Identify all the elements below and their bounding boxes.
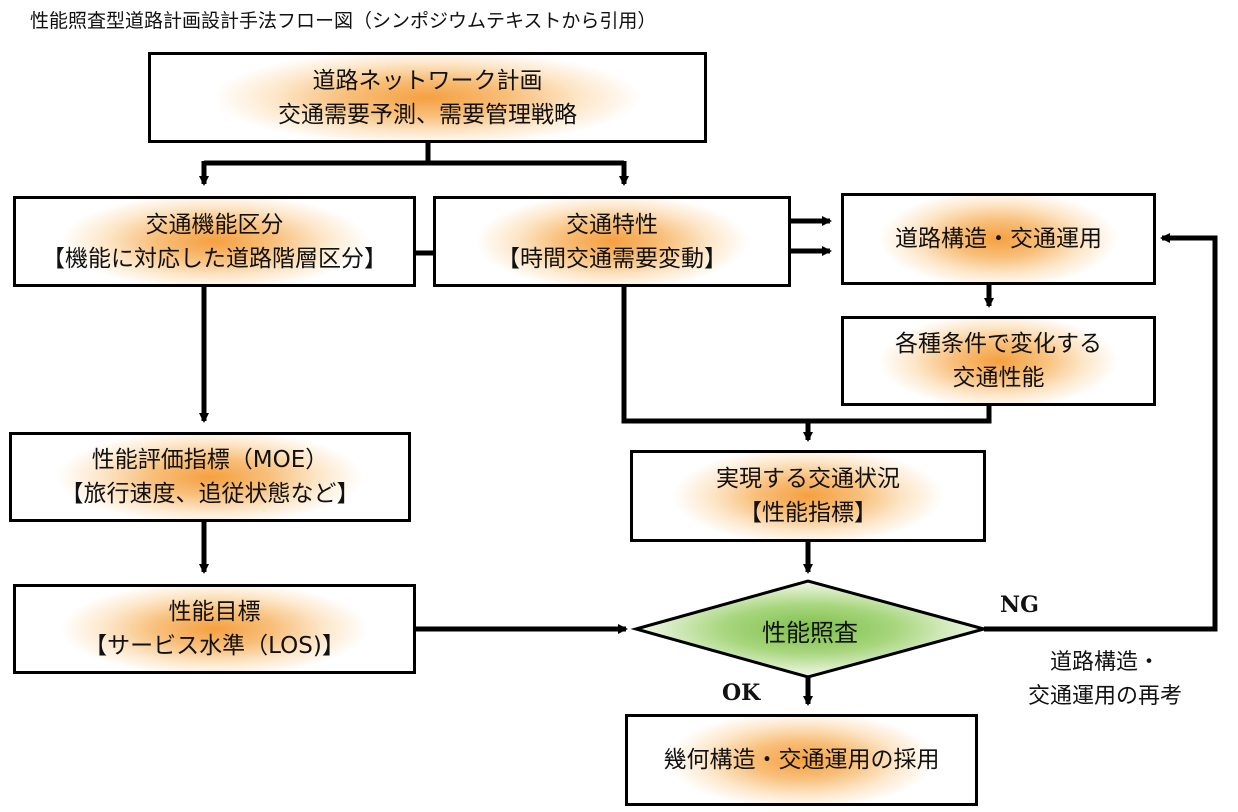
connector-network-branch (204, 143, 624, 166)
node-road-network-line1: 道路ネットワーク計画 (312, 67, 543, 94)
node-road-network-line2: 交通需要予測、需要管理戦略 (278, 101, 577, 128)
node-traffic-characteristics-line2: 【時間交通需要変動】 (497, 245, 727, 272)
ng-label: NG (1000, 592, 1039, 618)
reconsider-note-line2: 交通運用の再考 (1027, 684, 1182, 709)
node-function-class: 交通機能区分 【機能に対応した道路階層区分】 (13, 196, 416, 287)
node-traffic-state-line2: 【性能指標】 (739, 500, 877, 526)
node-performance-target: 性能目標 【サービス水準（LOS)】 (13, 584, 416, 674)
node-conditions-line1: 各種条件で変化する (895, 331, 1102, 357)
node-conditions-line2: 交通性能 (952, 365, 1045, 391)
node-performance-target-line1: 性能目標 (168, 599, 261, 625)
node-traffic-state: 実現する交通状況 【性能指標】 (630, 450, 986, 542)
ok-label: OK (722, 680, 761, 706)
node-traffic-characteristics-line1: 交通特性 (566, 211, 658, 238)
node-function-class-line1: 交通機能区分 (145, 211, 284, 238)
node-road-structure-line1: 道路構造・交通運用 (895, 226, 1102, 252)
reconsider-note-line1: 道路構造・ (1049, 650, 1160, 675)
node-adoption-line1: 幾何構造・交通運用の採用 (663, 747, 940, 773)
node-moe-line1: 性能評価指標（MOE） (91, 447, 329, 473)
node-function-class-line2: 【機能に対応した道路階層区分】 (42, 245, 387, 272)
node-performance-check-label: 性能照査 (762, 618, 858, 647)
reconsider-note: 道路構造・ 交通運用の再考 (1000, 646, 1210, 714)
node-road-structure: 道路構造・交通運用 (841, 193, 1156, 285)
node-traffic-state-line1: 実現する交通状況 (716, 466, 900, 492)
node-traffic-characteristics: 交通特性 【時間交通需要変動】 (433, 196, 791, 287)
node-adoption: 幾何構造・交通運用の採用 (625, 714, 978, 806)
node-conditions: 各種条件で変化する 交通性能 (841, 316, 1156, 406)
node-road-network: 道路ネットワーク計画 交通需要予測、需要管理戦略 (148, 52, 707, 143)
node-performance-check: 性能照査 (636, 600, 984, 660)
connector-ng-loop (984, 235, 1218, 632)
node-moe-line2: 【旅行速度、追従状態など】 (60, 481, 360, 507)
diagram-caption: 性能照査型道路計画設計手法フロー図（シンポジウムテキストから引用） (30, 10, 657, 32)
node-performance-target-line2: 【サービス水準（LOS)】 (84, 633, 345, 659)
check-diamond-shape (630, 579, 990, 679)
node-moe: 性能評価指標（MOE） 【旅行速度、追従状態など】 (9, 432, 411, 522)
